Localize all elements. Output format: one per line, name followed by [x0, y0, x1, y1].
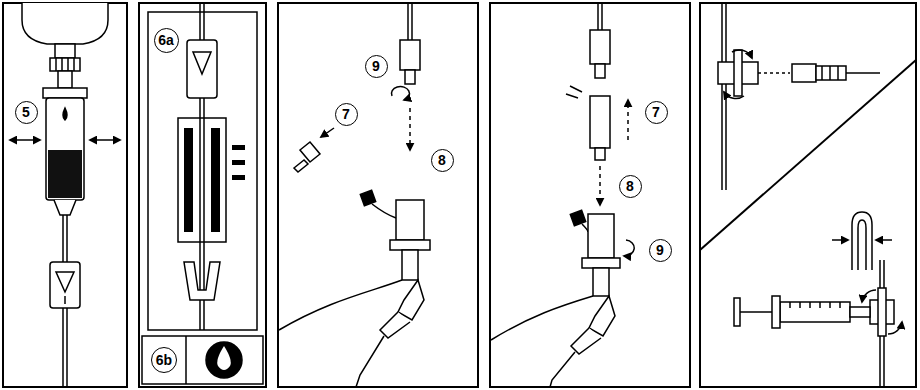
callout-number: 9	[649, 239, 672, 262]
callout-number: 6a	[154, 28, 179, 53]
connect-panel	[490, 3, 690, 387]
callout-text: 6b	[156, 353, 172, 367]
callout-number: 7	[335, 103, 358, 126]
callout-number: 7	[645, 101, 668, 124]
callout-text: 8	[626, 179, 634, 193]
callout-number: 8	[431, 149, 454, 172]
stopcock-panel	[700, 3, 916, 387]
pump-panel	[139, 3, 266, 387]
callout-text: 7	[342, 107, 350, 121]
callout-number: 9	[365, 55, 388, 78]
callout-text: 8	[438, 153, 446, 167]
callout-text: 9	[372, 59, 380, 73]
callout-number: 5	[15, 101, 38, 124]
callout-number: 8	[619, 175, 642, 198]
callout-number: 6b	[151, 347, 177, 373]
callout-text: 7	[652, 105, 660, 119]
callout-text: 5	[22, 105, 30, 119]
drip-chamber-panel	[3, 3, 127, 387]
callout-text: 6a	[158, 33, 174, 47]
catheter-panel	[278, 3, 478, 387]
callout-text: 9	[656, 243, 664, 257]
